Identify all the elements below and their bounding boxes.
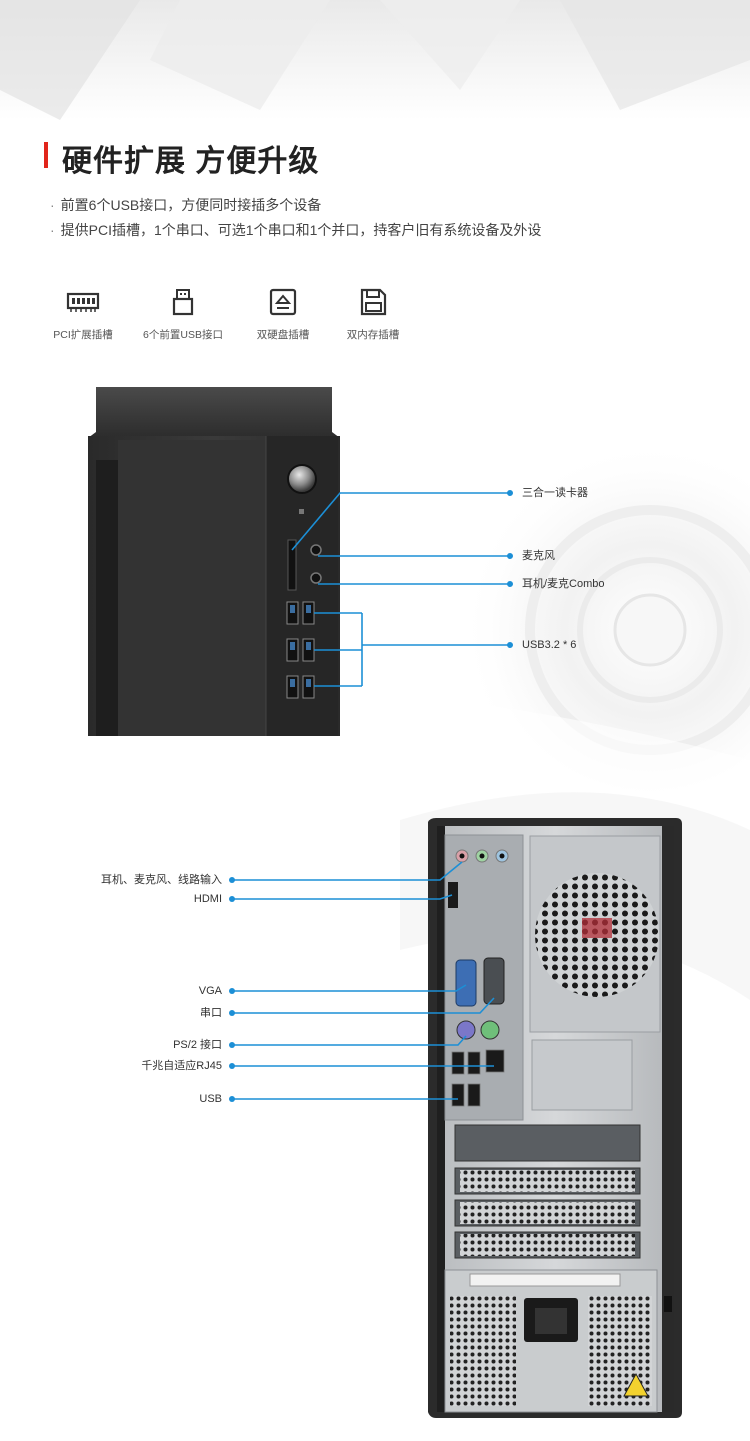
callout-rj45: 千兆自适应RJ45 (141, 1060, 222, 1072)
feature-label: 双内存插槽 (346, 329, 400, 341)
bullet-text: 前置6个USB接口，方便同时接插多个设备 (60, 197, 322, 213)
callout-card-reader: 三合一读卡器 (522, 487, 588, 499)
usb-port-icon (172, 289, 194, 316)
bullet-item: ·前置6个USB接口，方便同时接插多个设备 (50, 197, 322, 213)
callout-usb-front: USB3.2 * 6 (522, 639, 577, 651)
feature-bullets: ·前置6个USB接口，方便同时接插多个设备 ·提供PCI插槽，1个串口、可选1个… (50, 193, 541, 243)
feature-usb: 6个前置USB接口 (138, 288, 228, 342)
callout-microphone: 麦克风 (522, 550, 555, 562)
hard-drive-icon (269, 288, 297, 316)
callout-hdmi: HDMI (193, 893, 222, 905)
title-accent-bar (44, 142, 48, 168)
callout-usb-rear: USB (199, 1093, 222, 1105)
pci-slot-icon (66, 292, 100, 312)
feature-label: PCI扩展插槽 (53, 329, 113, 341)
bullet-text: 提供PCI插槽，1个串口、可选1个串口和1个并口，持客户旧有系统设备及外设 (60, 222, 542, 238)
feature-memory: 双内存插槽 (328, 288, 418, 342)
section-title: 硬件扩展 方便升级 (62, 145, 320, 178)
callout-vga: VGA (198, 985, 222, 997)
feature-label: 6个前置USB接口 (143, 329, 223, 341)
feature-icons-row: PCI扩展插槽 6个前置USB接口 双硬盘插槽 双内存插槽 (44, 288, 424, 348)
feature-pci: PCI扩展插槽 (38, 288, 128, 342)
feature-hdd: 双硬盘插槽 (238, 288, 328, 342)
bullet-item: ·提供PCI插槽，1个串口、可选1个串口和1个并口，持客户旧有系统设备及外设 (50, 222, 542, 238)
callout-headset-combo: 耳机/麦克Combo (522, 578, 605, 590)
callout-ps2: PS/2 接口 (173, 1039, 222, 1051)
callout-serial-port: 串口 (200, 1007, 222, 1019)
callout-audio-rear: 耳机、麦克风、线路输入 (101, 874, 222, 886)
memory-icon (360, 288, 387, 316)
feature-label: 双硬盘插槽 (256, 329, 310, 341)
